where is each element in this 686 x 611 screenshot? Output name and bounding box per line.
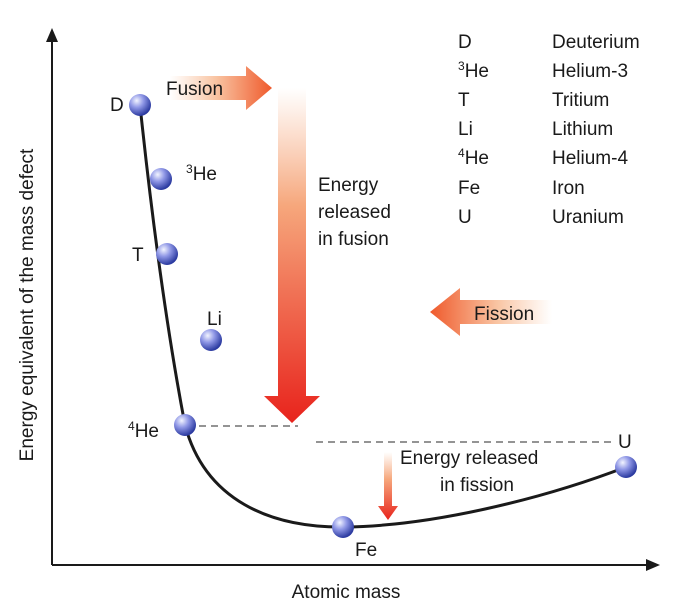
fusion-energy-line-2: released bbox=[318, 202, 391, 223]
y-axis bbox=[46, 28, 58, 565]
legend-name-fe: Iron bbox=[552, 178, 585, 199]
legend-symbol-fe: Fe bbox=[458, 178, 480, 199]
point-label-d: D bbox=[110, 95, 124, 116]
iron-ball bbox=[332, 516, 354, 538]
helium4-ball bbox=[174, 414, 196, 436]
x-axis-arrowhead bbox=[646, 559, 660, 571]
deuterium-ball bbox=[129, 94, 151, 116]
y-axis-arrowhead bbox=[46, 28, 58, 42]
point-label-he4: 4He bbox=[128, 419, 159, 442]
legend-symbol-li: Li bbox=[458, 119, 473, 140]
point-label-fe: Fe bbox=[355, 540, 377, 561]
fission-energy-line-1: Energy released bbox=[400, 448, 538, 469]
tritium-ball bbox=[156, 243, 178, 265]
fusion-energy-line-3: in fusion bbox=[318, 229, 389, 250]
legend-symbol-d: D bbox=[458, 32, 472, 53]
fusion-energy-arrow bbox=[264, 88, 320, 423]
legend-name-d: Deuterium bbox=[552, 32, 640, 53]
fission-energy-arrow bbox=[378, 452, 398, 520]
legend: D Deuterium 3He Helium-3 T Tritium Li Li… bbox=[458, 32, 640, 228]
legend-name-he3: Helium-3 bbox=[552, 61, 628, 82]
legend-name-t: Tritium bbox=[552, 90, 609, 111]
y-axis-label: Energy equivalent of the mass defect bbox=[17, 148, 38, 461]
x-axis-label: Atomic mass bbox=[292, 582, 401, 603]
legend-symbol-u: U bbox=[458, 207, 472, 228]
legend-name-he4: Helium-4 bbox=[552, 148, 628, 169]
lithium-ball bbox=[200, 329, 222, 351]
uranium-ball bbox=[615, 456, 637, 478]
point-label-li: Li bbox=[207, 309, 222, 330]
x-axis bbox=[52, 559, 660, 571]
legend-symbol-he3: 3He bbox=[458, 59, 489, 82]
fusion-label: Fusion bbox=[166, 79, 223, 100]
fission-arrow bbox=[430, 288, 552, 336]
fusion-energy-line-1: Energy bbox=[318, 175, 379, 196]
legend-symbol-he4: 4He bbox=[458, 146, 489, 169]
fission-label: Fission bbox=[474, 304, 534, 325]
helium3-ball bbox=[150, 168, 172, 190]
legend-name-u: Uranium bbox=[552, 207, 624, 228]
legend-symbol-t: T bbox=[458, 90, 470, 111]
legend-name-li: Lithium bbox=[552, 119, 613, 140]
point-label-u: U bbox=[618, 432, 632, 453]
fusion-arrow bbox=[170, 66, 272, 110]
point-label-t: T bbox=[132, 245, 144, 266]
fission-energy-line-2: in fission bbox=[440, 475, 514, 496]
point-label-he3: 3He bbox=[186, 162, 217, 185]
